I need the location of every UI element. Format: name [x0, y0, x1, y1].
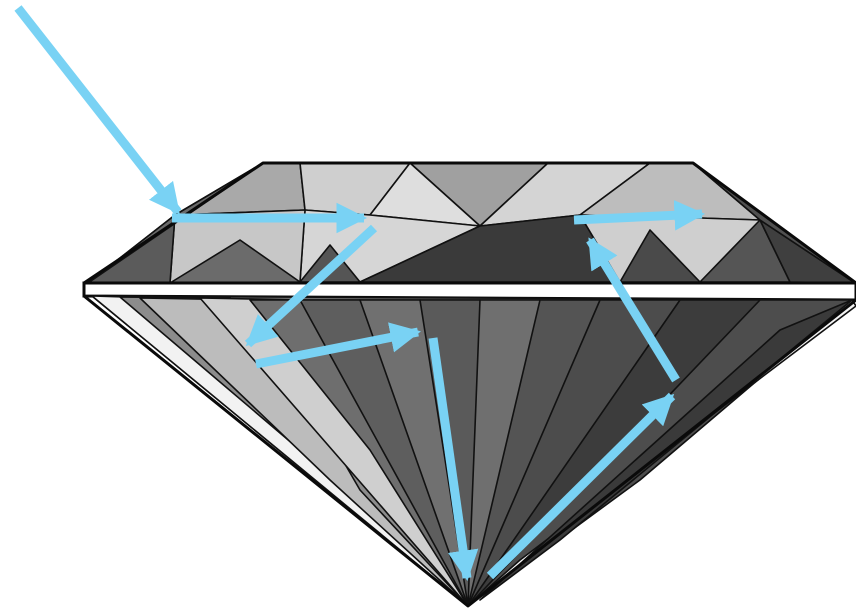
- diamond-crown: [88, 163, 855, 283]
- exit-ray-right: [574, 214, 702, 220]
- diamond-pavilion: [92, 296, 856, 606]
- diamond: [84, 163, 856, 606]
- incoming-light-ray: [18, 8, 178, 212]
